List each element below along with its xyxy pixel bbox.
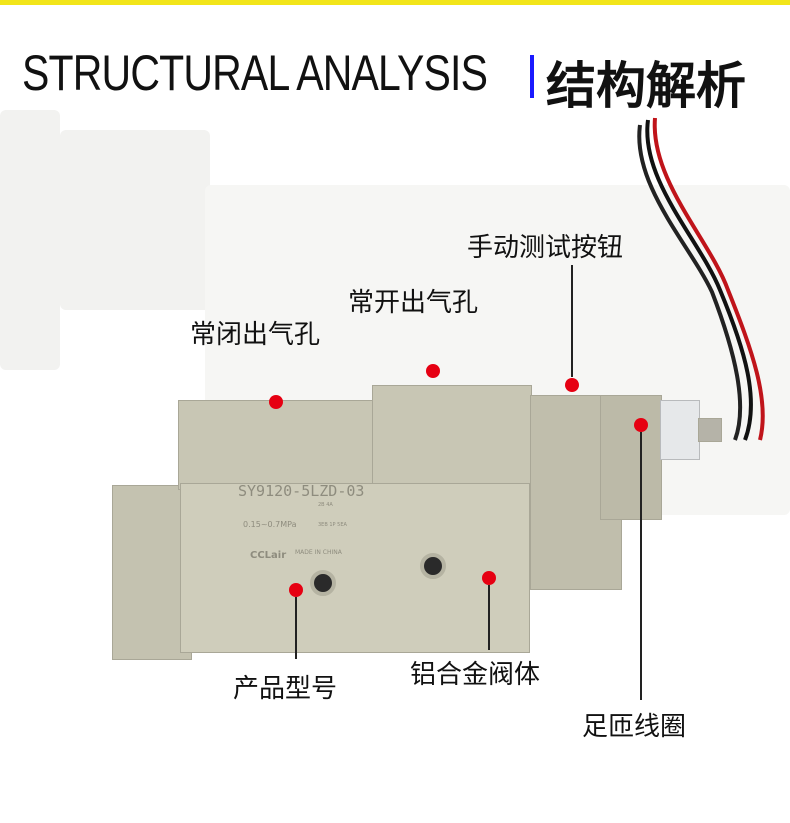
valve-body xyxy=(180,483,530,653)
label-body: 铝合金阀体 xyxy=(410,660,541,690)
title-separator xyxy=(530,55,534,98)
model-print: SY9120-5LZD-03 xyxy=(238,482,365,500)
label-nc-port: 常闭出气孔 xyxy=(190,320,321,350)
marker-coil xyxy=(634,418,648,432)
body-hole xyxy=(420,553,446,579)
origin-print: MADE IN CHINA xyxy=(295,549,342,556)
port-block-no xyxy=(372,385,532,485)
marker-model xyxy=(289,583,303,597)
marker-body xyxy=(482,571,496,585)
leader-line xyxy=(640,432,642,700)
leader-line xyxy=(488,585,490,650)
brand-logo: CCLair xyxy=(250,550,287,561)
background-shape xyxy=(60,130,210,310)
background-shape xyxy=(0,110,60,370)
coil-connector xyxy=(660,400,700,460)
label-model: 产品型号 xyxy=(233,674,338,704)
label-no-port: 常开出气孔 xyxy=(348,288,479,318)
marker-nc-port xyxy=(269,395,283,409)
leader-line xyxy=(571,265,573,377)
title-chinese: 结构解析 xyxy=(546,57,746,115)
pressure-print: 0.15~0.7MPa xyxy=(243,520,297,529)
label-coil: 足匝线圈 xyxy=(582,712,687,742)
port-marks-top: 2B 4A xyxy=(318,502,333,508)
coil-housing xyxy=(600,395,662,520)
body-hole xyxy=(310,570,336,596)
marker-no-port xyxy=(426,364,440,378)
port-block-nc xyxy=(178,400,373,490)
marker-manual-button xyxy=(565,378,579,392)
top-accent-bar xyxy=(0,0,790,5)
end-cap-left xyxy=(112,485,192,660)
label-manual-button: 手动测试按钮 xyxy=(467,233,624,263)
connector-gland xyxy=(698,418,722,442)
leader-line xyxy=(295,597,297,659)
port-marks-bottom: 3EB 1P 5EA xyxy=(318,522,347,528)
title-english: STRUCTURAL ANALYSIS xyxy=(22,45,488,101)
